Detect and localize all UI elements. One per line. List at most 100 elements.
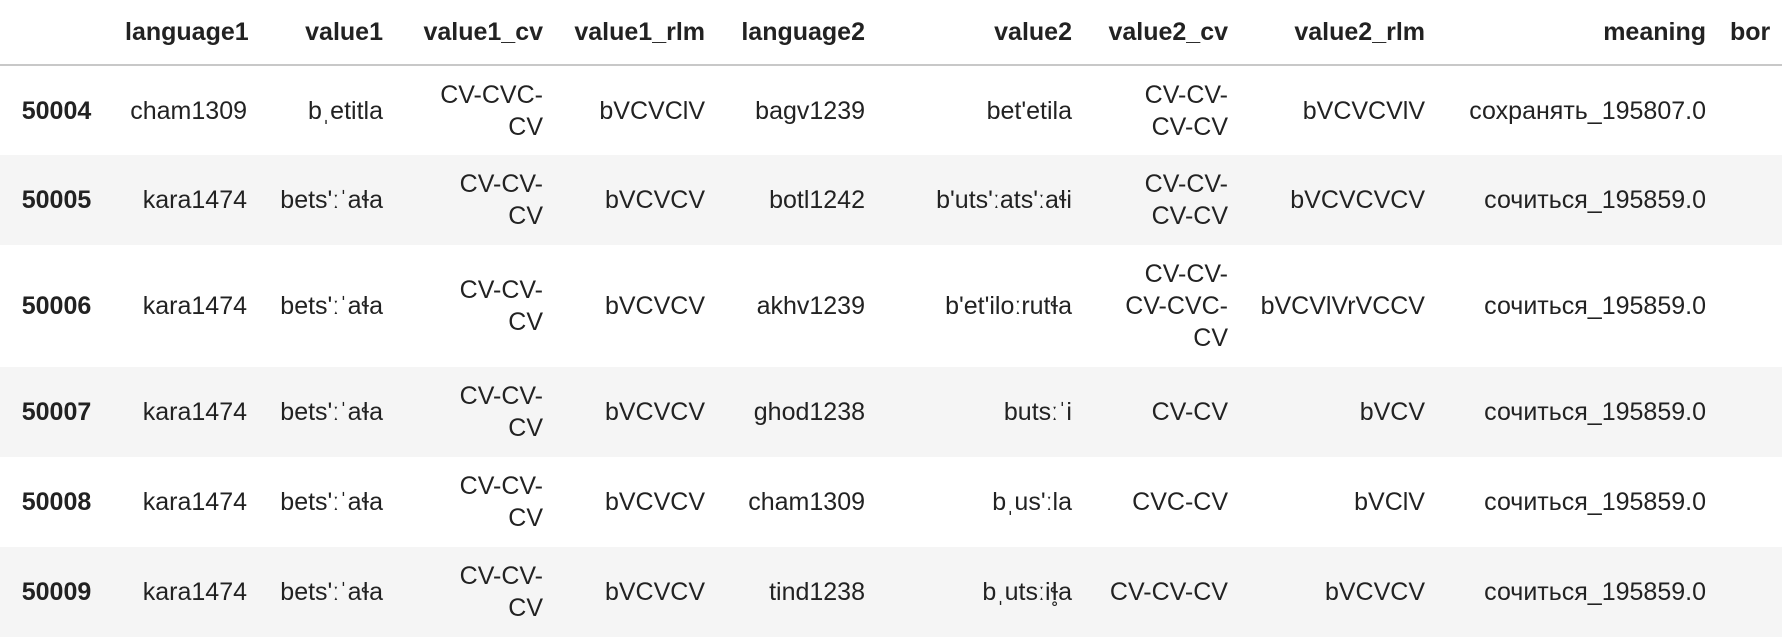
cell-meaning: сочиться_195859.0 (1484, 578, 1706, 606)
cell-value1-cv: CV-CV- CV (395, 457, 555, 547)
cell-value1-rlm: bVCVCV (604, 292, 705, 320)
table-row: 50008 kara1474 bets'ːˈaɬa CV-CV- CV bVCVC… (0, 457, 1782, 547)
row-index: 50004 (21, 96, 92, 125)
cv-line: CV (508, 308, 543, 336)
cell-value2-cv: CV-CV-CV (1084, 547, 1240, 637)
cell-value1-cv: CV-CV- CV (395, 155, 555, 245)
cell-language1: kara1474 (142, 292, 247, 320)
cell-value1: bets'ːˈaɬa (280, 488, 383, 516)
cell-value1-rlm: bVCVCV (604, 578, 705, 606)
column-header-meaning: meaning (1437, 0, 1718, 66)
cv-line: CV-CV- (1144, 260, 1228, 288)
cell-language2: botl1242 (769, 186, 865, 214)
cell-value1: bets'ːˈaɬa (280, 398, 383, 426)
cell-value2-rlm: bVCVCVCV (1290, 186, 1425, 214)
column-header-value2-cv: value2_cv (1084, 0, 1240, 66)
cell-value2-rlm: bVCVCVlV (1302, 96, 1425, 125)
cell-value2: bet'etila (986, 96, 1072, 125)
header-row: language1 value1 value1_cv value1_rlm la… (0, 0, 1782, 66)
cv-line: CV (508, 504, 543, 532)
cell-language1: kara1474 (142, 398, 247, 426)
cell-meaning: сочиться_195859.0 (1484, 488, 1706, 516)
cell-bor (1718, 547, 1782, 637)
column-header-value1: value1 (259, 0, 395, 66)
cv-line: CV-CV- (459, 382, 543, 410)
cell-value1-rlm: bVCVCV (604, 398, 705, 426)
cv-line: CV-CV- (459, 276, 543, 304)
cell-value1-rlm: bVCVClV (599, 96, 705, 125)
cv-line: CV (1193, 324, 1228, 352)
cell-bor (1718, 65, 1782, 155)
row-index: 50009 (21, 578, 92, 606)
cell-value1-rlm: bVCVCV (604, 488, 705, 516)
cv-line: CV-CV- (459, 472, 543, 500)
table-row: 50005 kara1474 bets'ːˈaɬa CV-CV-CV bVCVC… (0, 155, 1782, 245)
cv-line: CV (508, 202, 543, 230)
table-row: 50006 kara1474 bets'ːˈaɬa CV-CV- CV bVCVC… (0, 245, 1782, 367)
row-index: 50006 (21, 292, 92, 320)
column-header-value2: value2 (877, 0, 1084, 66)
cv-line: CV-CVC- (1125, 292, 1228, 320)
cell-language1: kara1474 (142, 578, 247, 606)
cell-value1-rlm: bVCVCV (604, 186, 705, 214)
cell-language1: kara1474 (142, 488, 247, 516)
cv-line: CV-CVC- (440, 80, 543, 109)
cv-line: CV-CV- (1144, 80, 1228, 109)
column-header-language2: language2 (717, 0, 877, 66)
cv-line: CV-CV-CV (1109, 578, 1228, 606)
cv-line: CV-CV (1151, 398, 1228, 426)
row-index: 50007 (21, 398, 92, 426)
column-header-language1: language1 (113, 0, 259, 66)
cell-value1-cv: CV-CVC- CV (395, 65, 555, 155)
cell-meaning: сочиться_195859.0 (1484, 398, 1706, 426)
cell-bor (1718, 457, 1782, 547)
cell-bor (1718, 367, 1782, 457)
cell-value2: bˌus'ːla (992, 488, 1072, 516)
cell-meaning: сочиться_195859.0 (1484, 186, 1706, 214)
table-row: 50004 cham1309 bˌetitla CV-CVC- CV bVCVCl… (0, 65, 1782, 155)
cell-value1-cv: CV-CV- CV (395, 245, 555, 367)
cv-line: CV-CV (1151, 112, 1228, 141)
column-header-value1-rlm: value1_rlm (555, 0, 717, 66)
cell-value2-rlm: bVClV (1354, 488, 1425, 516)
cell-value1: bets'ːˈaɬa (280, 186, 383, 214)
cell-value2-rlm: bVCV (1359, 398, 1425, 426)
cell-value1: bets'ːˈaɬa (280, 292, 383, 320)
cell-language1: kara1474 (142, 186, 247, 214)
cv-line: CV (508, 594, 543, 622)
cell-value2: butsːˈi (1003, 398, 1072, 426)
cell-language2: akhv1239 (756, 292, 865, 320)
cv-line: CV-CV (1151, 202, 1228, 230)
cv-line: CV-CV- (1144, 170, 1228, 198)
cell-value2-cv: CV-CV- CV-CVC- CV (1084, 245, 1240, 367)
cell-language2: bagv1239 (755, 96, 865, 125)
cell-value2-cv: CV-CV (1084, 367, 1240, 457)
cell-meaning: сохранять_195807.0 (1469, 96, 1706, 125)
cv-line: CV (508, 112, 543, 141)
cv-line: CV-CV- (459, 562, 543, 590)
table-row: 50007 kara1474 bets'ːˈaɬa CV-CV-CV bVCVC… (0, 367, 1782, 457)
column-header-value2-rlm: value2_rlm (1240, 0, 1437, 66)
index-header (0, 0, 113, 66)
cell-value2: bˌutsːiɬ̥a (982, 578, 1072, 606)
cell-value2-rlm: bVCVlVrVCCV (1260, 292, 1425, 320)
row-index: 50008 (21, 488, 92, 516)
cell-bor (1718, 245, 1782, 367)
cell-value2-rlm: bVCVCV (1324, 578, 1425, 606)
cell-value2-cv: CVC-CV (1084, 457, 1240, 547)
cell-value1-cv: CV-CV- CV (395, 367, 555, 457)
cv-line: CV (508, 414, 543, 442)
cell-language1: cham1309 (130, 96, 247, 125)
cv-line: CV-CV- (459, 170, 543, 198)
cell-value1: bˌetitla (307, 96, 383, 125)
cell-value2-cv: CV-CV- CV-CV (1084, 155, 1240, 245)
cell-bor (1718, 155, 1782, 245)
cell-value1-cv: CV-CV- CV (395, 547, 555, 637)
cv-line: CVC-CV (1132, 488, 1228, 516)
cell-value1: bets'ːˈaɬa (280, 578, 383, 606)
column-header-value1-cv: value1_cv (395, 0, 555, 66)
cell-language2: ghod1238 (753, 398, 865, 426)
table-row: 50009 kara1474 bets'ːˈaɬa CV-CV- CV bVCVC… (0, 547, 1782, 637)
cell-value2-cv: CV-CV- CV-CV (1084, 65, 1240, 155)
